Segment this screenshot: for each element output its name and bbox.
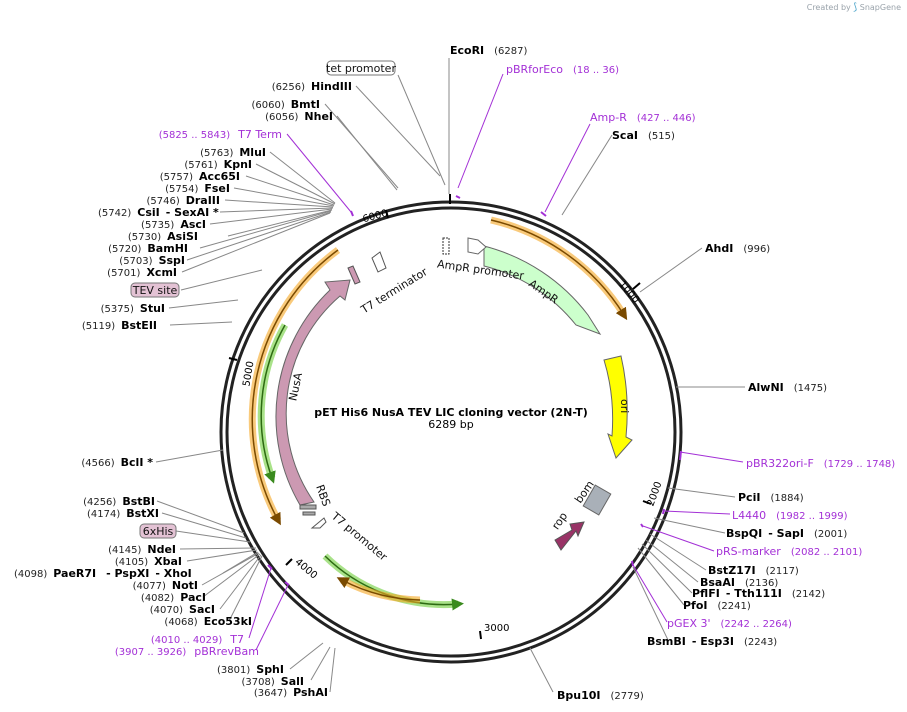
enzyme-kpni: (5761)KpnI [184,158,252,171]
his-tag-label: 6xHis [143,525,174,538]
enzyme-mlui: (5763)MluI [200,146,266,159]
enzyme-ahdi: AhdI(996) [705,242,770,255]
rbs-feature-2 [302,511,316,516]
his-tag-badge: 6xHis [139,523,177,539]
primer-amp-r: Amp-R(427 .. 446) [590,111,696,124]
enzyme-pflfi: PflFI- Tth111I(2142) [692,587,825,600]
enzyme-labels-left: (3647)PshAI (3708)SalI (3801)SphI (4068)… [14,80,352,699]
ori-label: ori [618,399,631,413]
enzyme-paer7i: (4098)PaeR7I- PspXI- XhoI [14,567,192,580]
enzyme-asisi: (5730)AsiSI [128,230,198,243]
primer-pbr322ori-f: pBR322ori-F(1729 .. 1748) [746,457,895,470]
nusa-feature [275,279,351,506]
enzyme-hindiii: (6256)HindIII [272,80,352,93]
tick-4000: 4000 [293,557,320,582]
ori-feature [603,355,633,459]
enzyme-bspqi: BspQI- SapI(2001) [726,527,847,540]
enzyme-bstbi: (4256)BstBI [83,495,155,508]
enzyme-sphi: (3801)SphI [217,663,284,676]
primer-labels: pBRforEco(18 .. 36) Amp-R(427 .. 446) pB… [115,63,895,658]
enzyme-labels: EcoRI(6287) ScaI(515) AhdI(996) AlwNI(14… [450,44,847,702]
enzyme-acc65i: (5757)Acc65I [160,170,240,183]
credit-prefix: Created by [806,3,851,12]
rop-label: rop [549,510,570,532]
ampr-promoter-feature [467,237,487,255]
enzyme-bamhi: (5720)BamHI [108,242,188,255]
primer-prs-marker: pRS-marker(2082 .. 2101) [716,545,862,558]
small-feature-hatched [442,237,450,255]
t7-terminator-label: T7 terminator [358,265,430,317]
orf-arcs [248,216,628,611]
rbs-label: RBS [313,483,333,508]
plasmid-length: 6289 bp [428,418,473,431]
nusa-label: NusA [286,371,305,402]
enzyme-draiii: (5746)DraIII [146,194,220,207]
primer-t7-term: (5825 .. 5843)T7 Term [159,128,282,141]
enzyme-bsteii: (5119)BstEII [82,319,157,332]
enzyme-bcli: (4566)BclI * [81,456,153,469]
enzyme-ecori: EcoRI(6287) [450,44,528,57]
t7-promoter-label: T7 promoter [328,509,390,564]
primer-t7: (4010 .. 4029)T7 [151,633,244,646]
enzyme-bstz17i: BstZ17I(2117) [708,564,799,577]
tev-small-feature [347,265,361,285]
tick-1000: 1000 [616,279,641,306]
primer-pbrforeco: pBRforEco(18 .. 36) [506,63,619,76]
leader-lines [155,58,745,693]
enzyme-bsaai: BsaAI(2136) [700,576,778,589]
tet-promoter-badge: tet promoter [326,60,396,76]
bom-feature [582,484,612,516]
enzyme-xbai: (4105)XbaI [115,555,182,568]
enzyme-asci: (5735)AscI [141,218,206,231]
enzyme-paci: (4082)PacI [141,591,206,604]
primer-pbrrevbam: (3907 .. 3926)pBRrevBam [115,645,259,658]
backbone-inner [225,206,677,658]
enzyme-stui: (5375)StuI [101,302,165,315]
enzyme-bsmbi: BsmBI- Esp3I(2243) [647,635,777,648]
enzyme-fsei: (5754)FseI [165,182,230,195]
primer-l4440: L4440(1982 .. 1999) [732,509,848,522]
tev-site-label: TEV site [132,284,178,297]
enzyme-pcii: PciI(1884) [738,491,804,504]
rbs-feature [299,504,317,510]
enzyme-pshai: (3647)PshAI [254,686,328,699]
enzyme-pfoi: PfoI(2241) [683,599,751,612]
enzyme-eco53ki: (4068)Eco53kI [164,615,252,628]
credit-brand: SnapGene [859,3,901,12]
snapgene-logo-icon: ⟆ [853,2,858,13]
enzyme-csii: (5742)CsiI- SexAI * [98,206,219,219]
rop-feature [554,521,585,551]
enzyme-xcmi: (5701)XcmI [107,266,177,279]
enzyme-nhei: (6056)NheI [265,110,333,123]
enzyme-sspi: (5703)SspI [119,254,185,267]
enzyme-noti: (4077)NotI [133,579,198,592]
enzyme-bstxi: (4174)BstXI [87,507,159,520]
tet-promoter-label: tet promoter [326,62,396,75]
enzyme-bmti: (6060)BmtI [252,98,320,111]
ampr-feature [483,245,602,335]
tick-3000: 3000 [484,623,509,634]
plasmid-name: pET His6 NusA TEV LIC cloning vector (2N… [314,406,588,419]
t7-promoter-feature [310,517,327,529]
enzyme-bpu10i: Bpu10I(2779) [557,689,644,702]
primer-pgex3: pGEX 3'(2242 .. 2264) [667,617,792,630]
snapgene-credit: Created by ⟆ SnapGene [807,2,901,13]
t7-terminator-feature [371,251,387,273]
enzyme-ndei: (4145)NdeI [108,543,176,556]
enzyme-sali: (3708)SalI [242,675,304,688]
enzyme-scai: ScaI(515) [612,129,675,142]
enzyme-saci: (4070)SacI [150,603,215,616]
enzyme-alwni: AlwNI(1475) [748,381,827,394]
tev-site-badge: TEV site [130,282,180,298]
